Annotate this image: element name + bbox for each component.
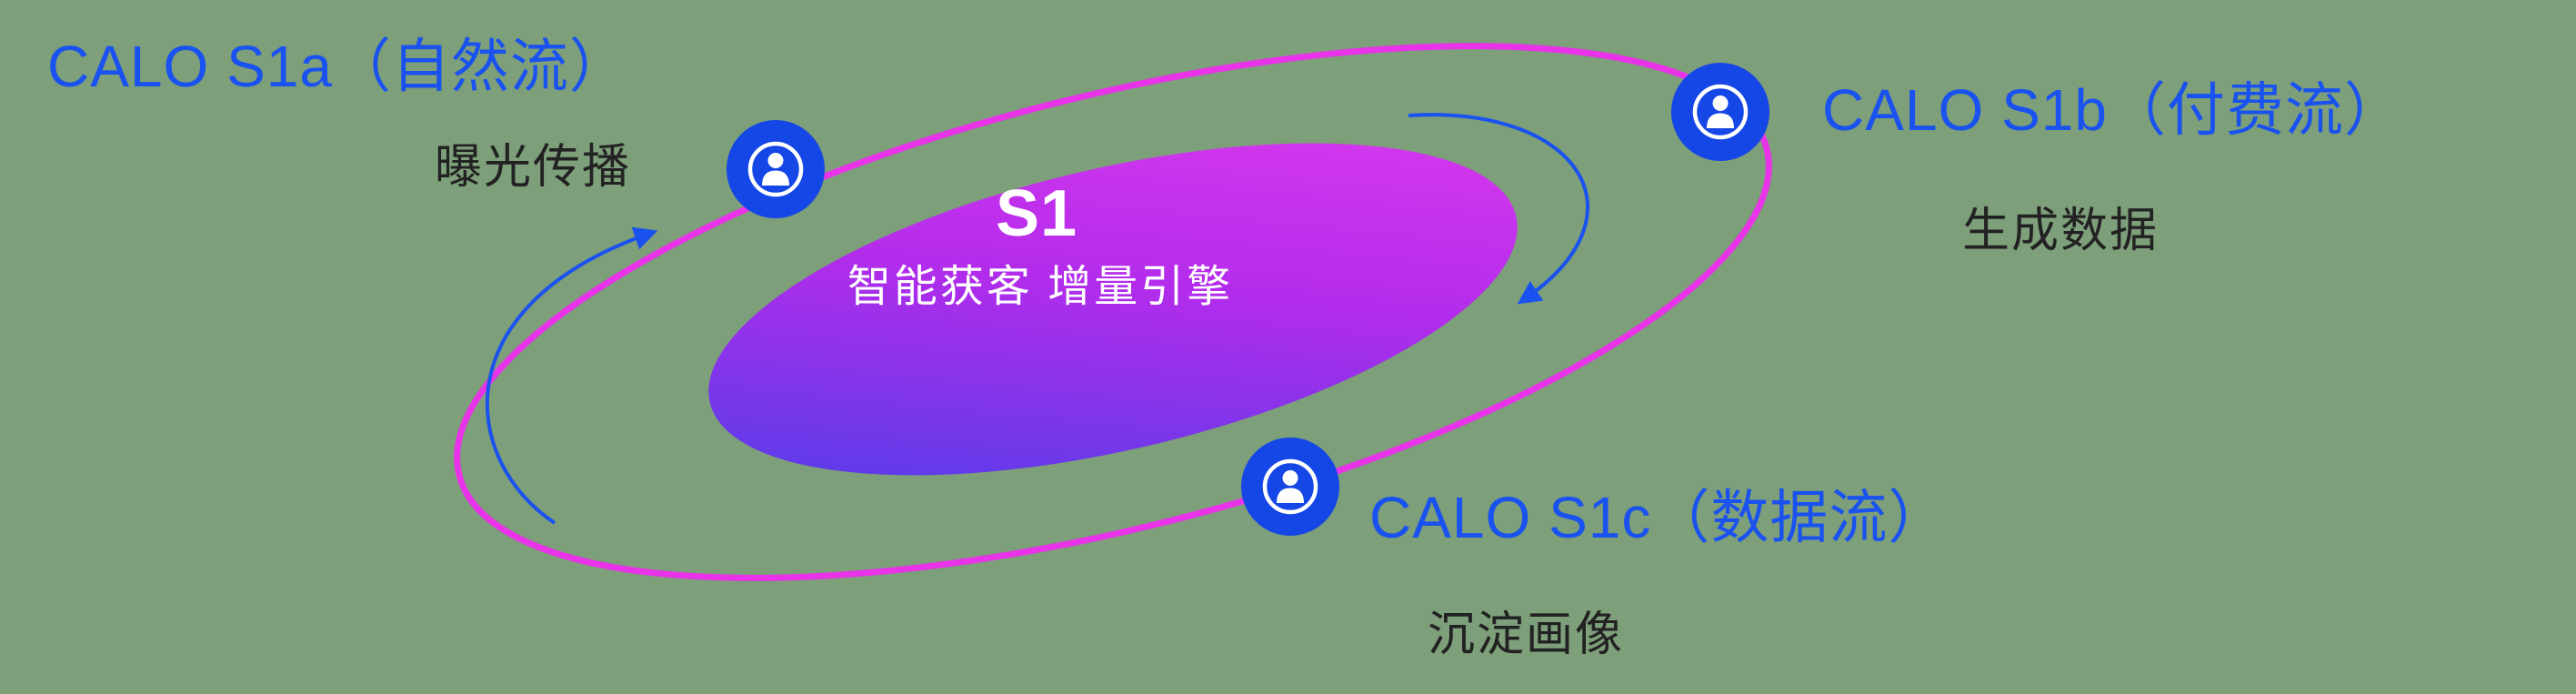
user-icon-s1b — [1671, 63, 1769, 161]
core-ellipse — [708, 143, 1518, 476]
label-s1a: CALO S1a（自然流） — [47, 34, 628, 99]
sublabel-s1a: 曝光传播 — [435, 141, 632, 194]
core-subtitle: 智能获客 增量引擎 — [847, 263, 1234, 311]
user-icon-s1c — [1241, 438, 1339, 536]
curved-arrow-left-icon — [485, 226, 658, 525]
label-s1b: CALO S1b（付费流） — [1822, 77, 2403, 143]
sublabel-s1b: 生成数据 — [1962, 205, 2160, 257]
orbit-ellipse — [454, 43, 1772, 581]
core-title: S1 — [995, 177, 1078, 250]
label-s1c: CALO S1c（数据流） — [1369, 485, 1948, 550]
user-icon-s1a — [727, 120, 825, 218]
curved-arrow-right-icon — [1408, 113, 1590, 305]
sublabel-s1c: 沉淀画像 — [1428, 609, 1625, 661]
